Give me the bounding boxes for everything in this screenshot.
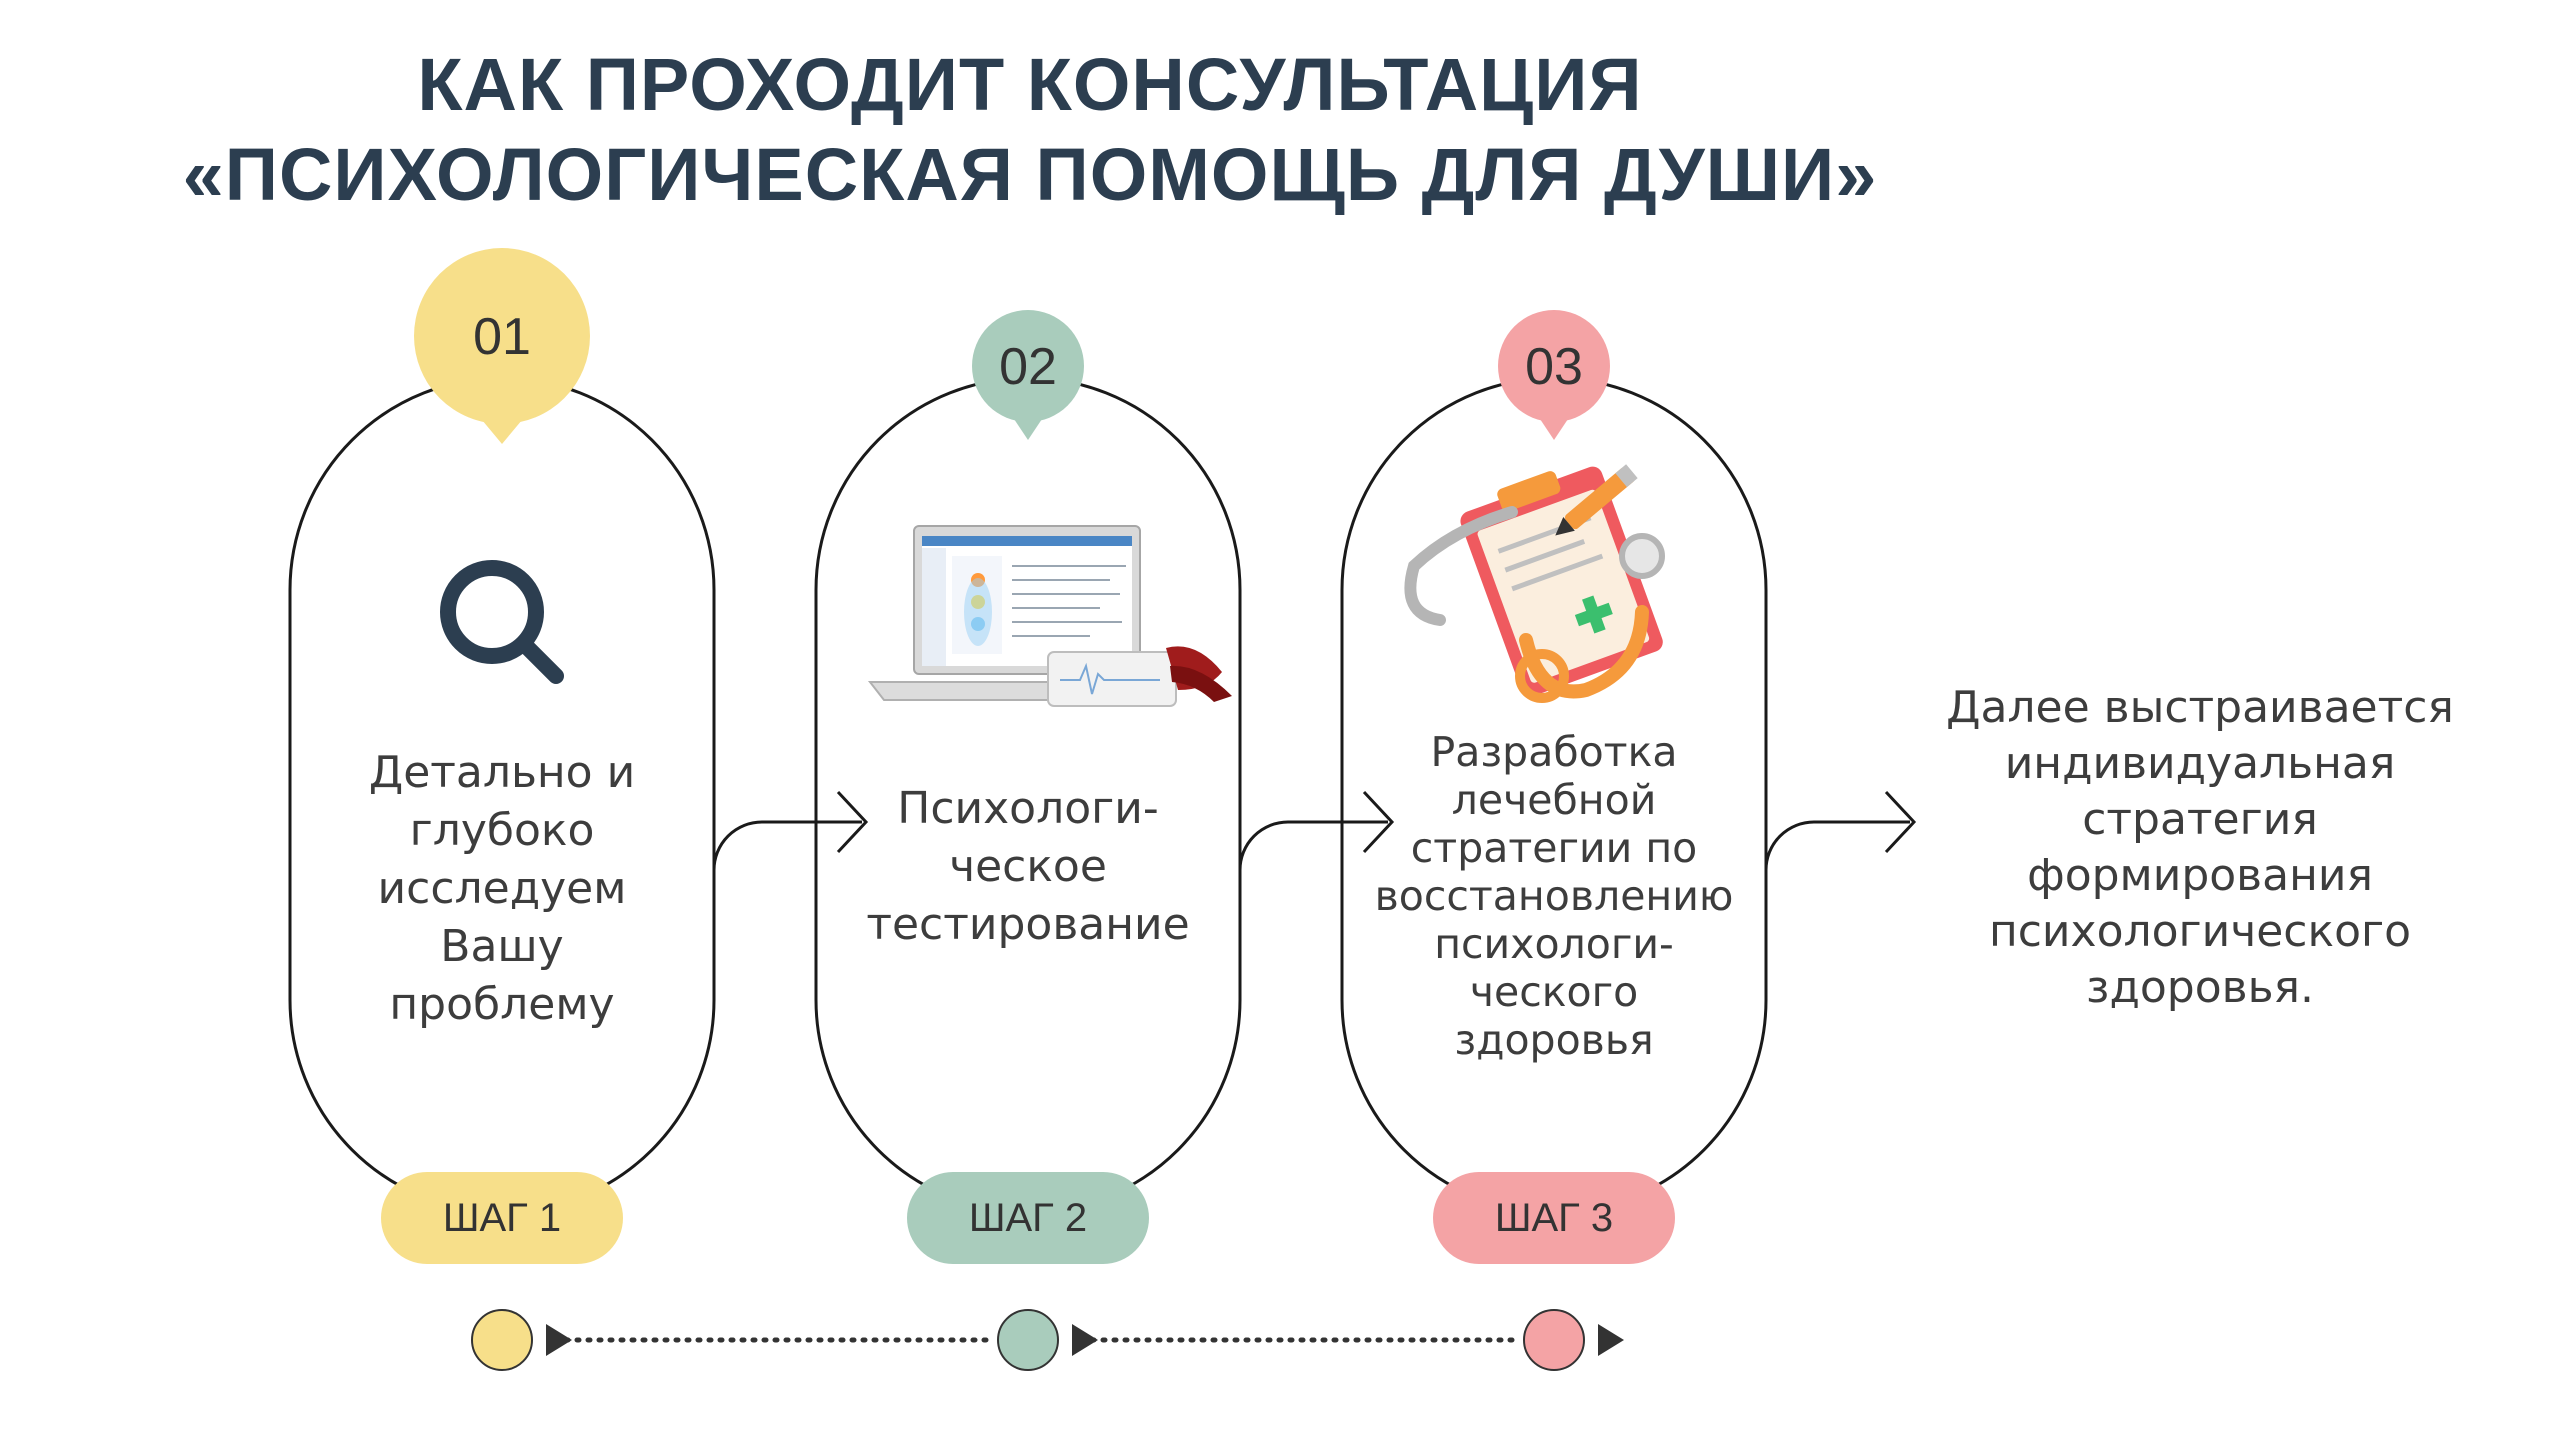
timeline-arrow-3 <box>1598 1324 1624 1356</box>
title-line-1: КАК ПРОХОДИТ КОНСУЛЬТАЦИЯ <box>417 43 1643 126</box>
step-3-text: Разработка лечебной стратегии по восстан… <box>1342 728 1766 1064</box>
step-3-line: Разработка <box>1430 728 1678 776</box>
connector-3-final <box>1764 790 1917 871</box>
step-2-text: Психологи- ческое тестирование <box>826 780 1230 954</box>
timeline <box>471 1309 1624 1371</box>
final-line: здоровья. <box>2086 962 2314 1013</box>
timeline-dot-2 <box>997 1309 1059 1371</box>
step-1-text: Детально и глубоко исследуем Вашу пробле… <box>300 744 704 1034</box>
step-3-card <box>1340 376 1768 1214</box>
step-3-line: лечебной <box>1451 776 1657 824</box>
final-text: Далее выстраивается индивидуальная страт… <box>1930 680 2470 1016</box>
step-3-pill: ШАГ 3 <box>1433 1172 1675 1264</box>
step-3-line: стратегии по <box>1410 824 1698 872</box>
timeline-arrow-2 <box>1072 1324 1098 1356</box>
step-2-line: ческое <box>949 841 1107 892</box>
step-1-line: Детально и <box>368 747 636 798</box>
step-2-line: Психологи- <box>897 783 1159 834</box>
step-3-line: здоровья <box>1454 1016 1654 1064</box>
step-2-pill: ШАГ 2 <box>907 1172 1149 1264</box>
connector-1-2 <box>712 790 869 871</box>
step-3-line: психологи- <box>1434 920 1674 968</box>
final-line: психологического <box>1988 906 2412 957</box>
step-1-number: 01 <box>473 308 531 366</box>
clipboard-stethoscope-icon <box>1404 464 1665 703</box>
step-2-card <box>814 376 1242 1214</box>
step-2-badge: 02 <box>972 310 1084 440</box>
timeline-arrow-1 <box>546 1324 572 1356</box>
step-2-number: 02 <box>999 338 1057 396</box>
step-3-badge: 03 <box>1498 310 1610 440</box>
laptop-test-icon <box>867 525 1232 707</box>
magnifier-icon <box>440 560 564 684</box>
connector-2-3 <box>1238 790 1395 871</box>
step-2-line: тестирование <box>866 899 1190 950</box>
final-line: индивидуальная <box>2004 738 2396 789</box>
step-3-line: восстановлению <box>1374 872 1734 920</box>
step-1-badge: 01 <box>414 248 590 444</box>
timeline-dot-1 <box>471 1309 533 1371</box>
step-3-number: 03 <box>1525 338 1583 396</box>
step-1-line: Вашу <box>440 921 564 972</box>
title-line-2: «ПСИХОЛОГИЧЕСКАЯ ПОМОЩЬ ДЛЯ ДУШИ» <box>182 133 1878 216</box>
page-title: КАК ПРОХОДИТ КОНСУЛЬТАЦИЯ «ПСИХОЛОГИЧЕСК… <box>0 40 2060 220</box>
final-line: стратегия <box>2082 794 2318 845</box>
final-line: формирования <box>2027 850 2373 901</box>
step-1-card <box>288 376 716 1214</box>
step-1-line: исследуем <box>377 863 627 914</box>
step-1-line: глубоко <box>409 805 595 856</box>
step-1-pill: ШАГ 1 <box>381 1172 623 1264</box>
step-3-line: ческого <box>1469 968 1639 1016</box>
step-1-line: проблему <box>389 979 615 1030</box>
timeline-dot-3 <box>1523 1309 1585 1371</box>
final-line: Далее выстраивается <box>1946 682 2454 733</box>
